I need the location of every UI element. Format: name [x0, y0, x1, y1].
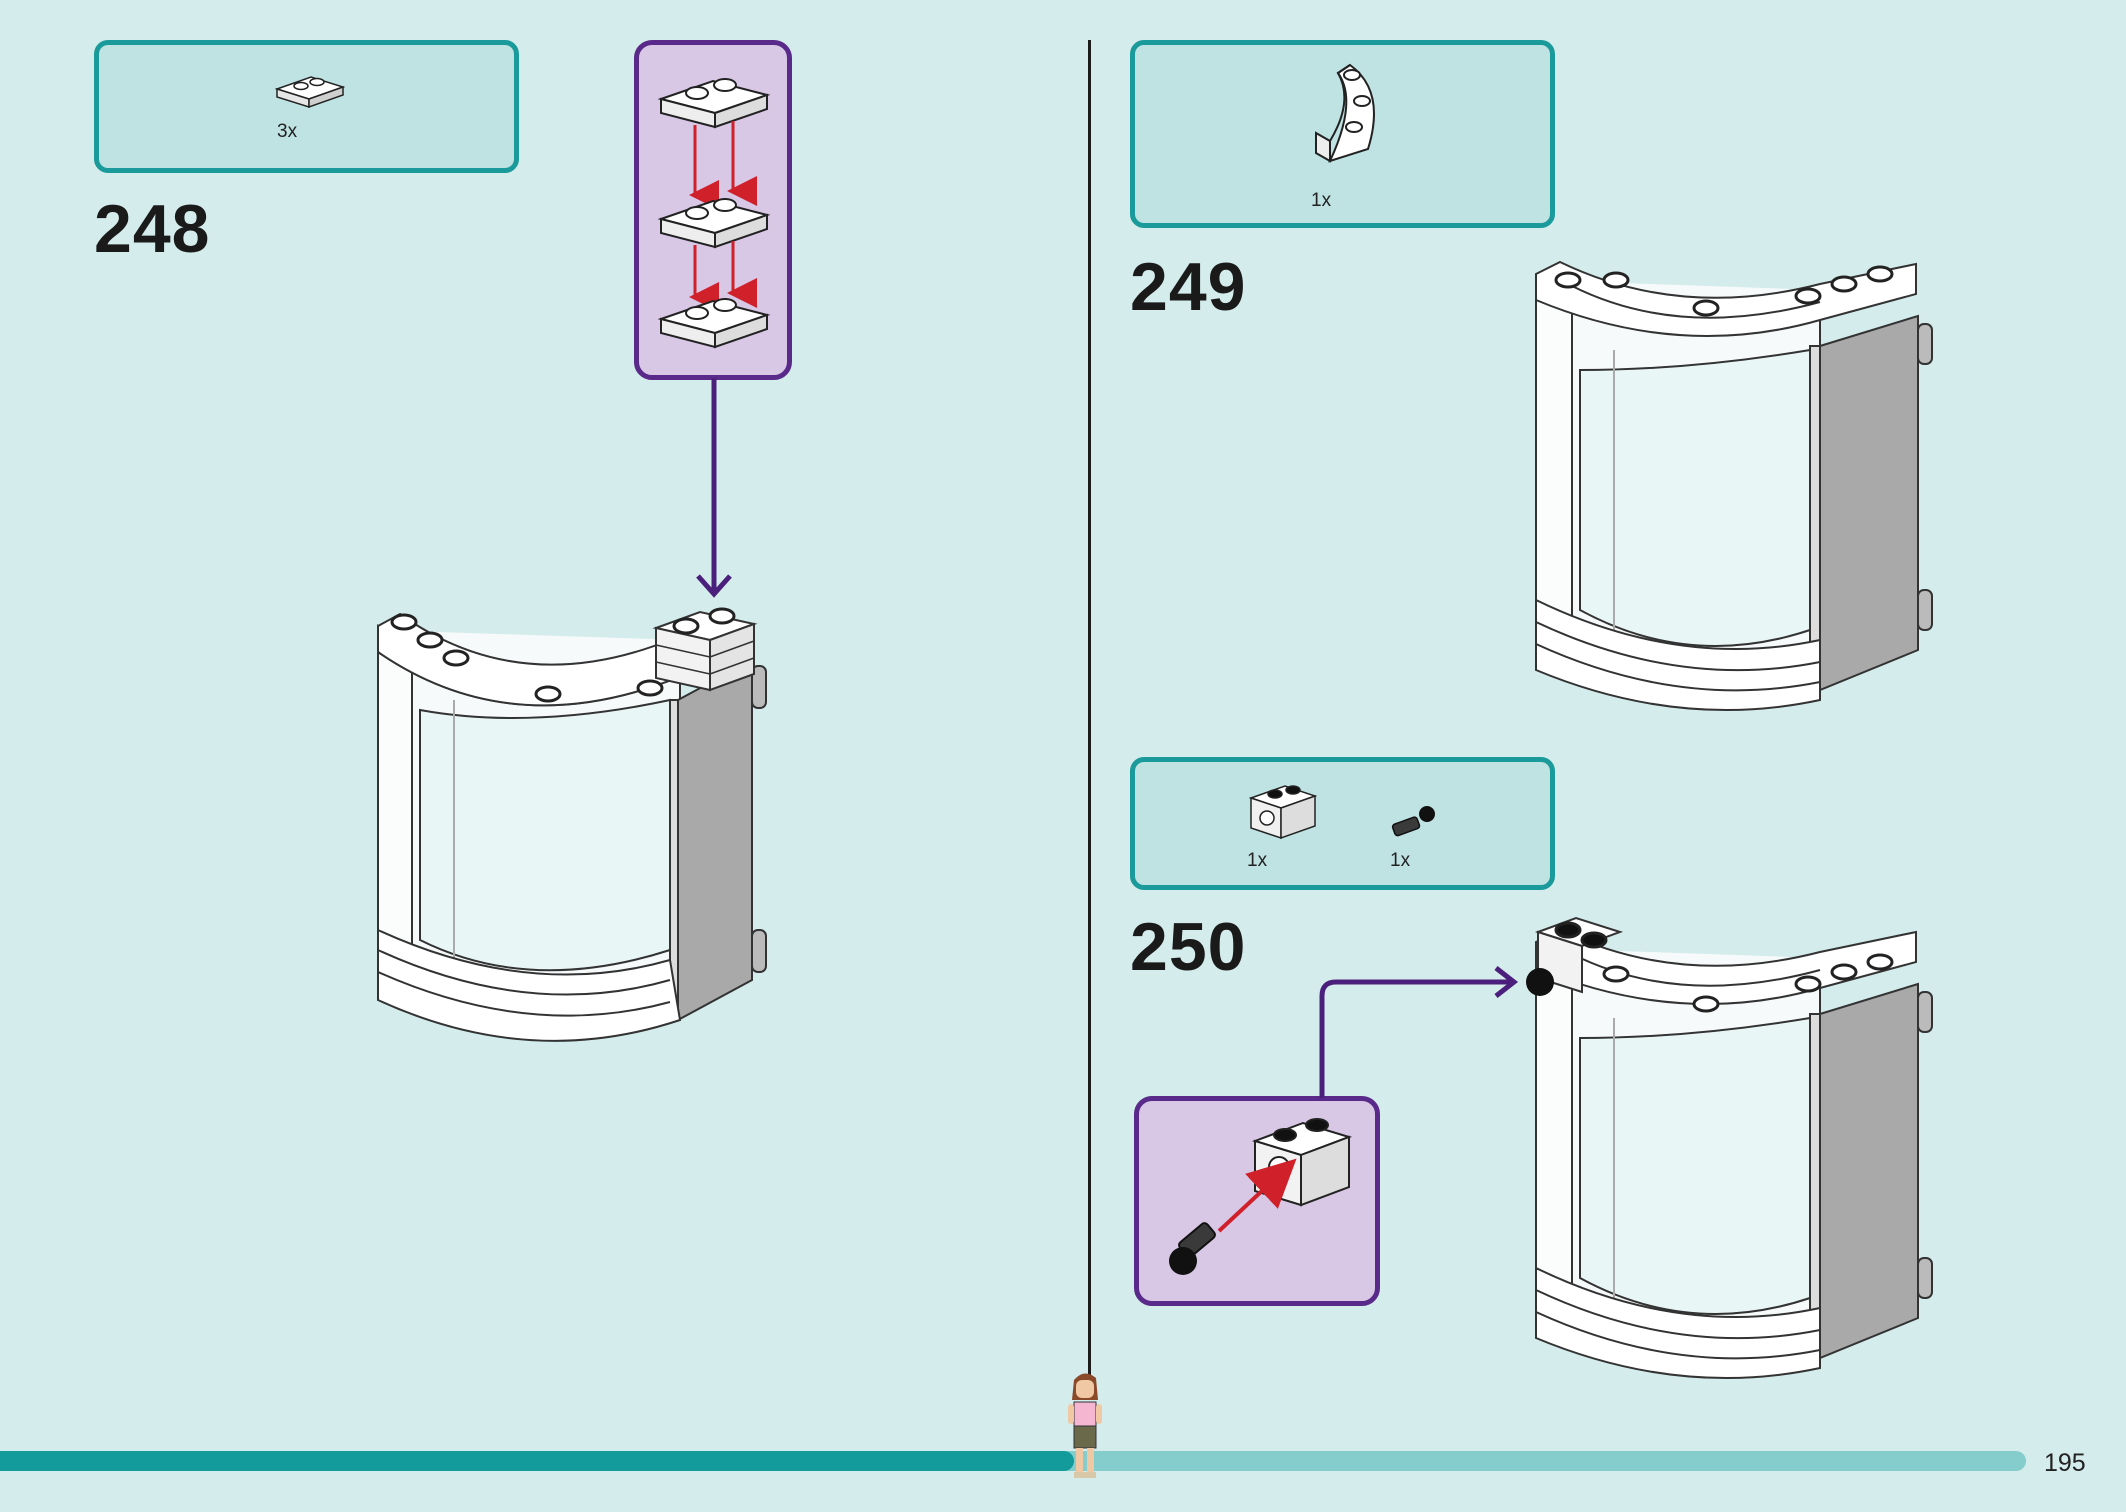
curved-plate-icon	[1315, 63, 1375, 163]
parts-callout-249: 1x	[1130, 40, 1555, 228]
progress-fill	[0, 1451, 1074, 1471]
model-assembly-250	[1526, 916, 1933, 1379]
plate-stack-icon	[657, 78, 771, 349]
subassembly-arrow-250	[1319, 966, 1519, 1098]
subassembly-callout-250	[1134, 1096, 1380, 1306]
minifigure-icon	[1068, 1373, 1102, 1478]
parts-callout-248: 3x	[94, 40, 519, 173]
page-number: 195	[2044, 1449, 2086, 1477]
step-number-248: 248	[94, 191, 211, 267]
ball-pin-icon	[1391, 806, 1435, 837]
part-quantity: 1x	[1390, 850, 1411, 871]
technic-brick-icon	[1248, 785, 1318, 840]
part-quantity: 3x	[277, 121, 298, 142]
pin-into-brick-icon	[1169, 1118, 1353, 1275]
part-quantity: 1x	[1311, 190, 1332, 211]
page-divider	[1088, 40, 1091, 1380]
part-quantity: 1x	[1247, 850, 1268, 871]
parts-callout-250: 1x 1x	[1130, 757, 1555, 890]
subassembly-arrow-248	[696, 378, 732, 598]
model-assembly-249	[1535, 260, 1933, 711]
step-number-250: 250	[1130, 909, 1247, 985]
step-number-249: 249	[1130, 249, 1247, 325]
plate-icon	[274, 76, 346, 109]
subassembly-callout-248	[634, 40, 792, 380]
model-assembly-248	[377, 607, 767, 1042]
